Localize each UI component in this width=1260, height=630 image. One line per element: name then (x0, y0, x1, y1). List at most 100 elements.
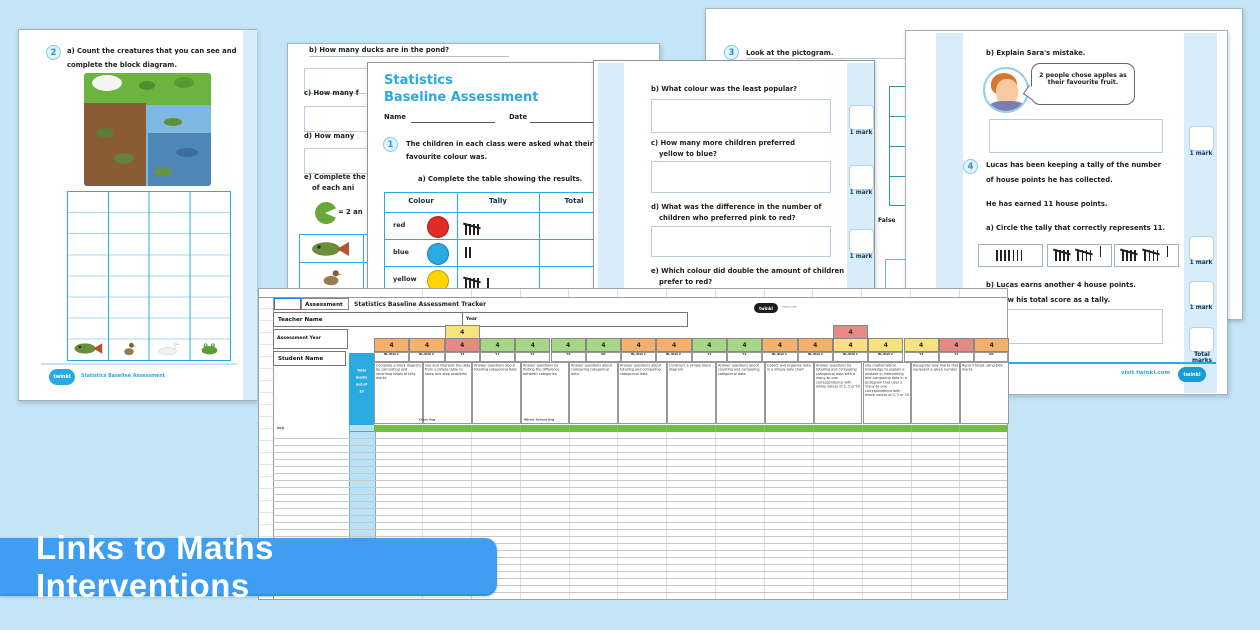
question-1-circle: 1 (383, 137, 398, 152)
tracker-upper-cell: 4 (832, 325, 869, 339)
tracker-band-cell: 4 (656, 338, 692, 352)
tracker-code-cell: Y4 (444, 352, 480, 362)
tracker-logo: twinkl (754, 303, 778, 313)
tracker-descriptor-cell: Answer questions about comparing categor… (569, 362, 619, 424)
tracker-band-cell: 4 (762, 338, 798, 352)
pond-q-c: c) How many f (304, 89, 359, 97)
tracker-band-cell: 4 (868, 338, 904, 352)
tracker-code-cell: Y1 (938, 352, 975, 362)
student-name-cell: Student Name (273, 351, 346, 366)
colour-swatch (427, 242, 449, 265)
assessment-label: Assessment (305, 302, 343, 308)
tracker-logo-text: twinkl (759, 305, 773, 311)
question-3-circle: 3 (724, 45, 739, 60)
tracker-band-cell: 4 (691, 338, 727, 352)
year-label: Year (466, 317, 478, 322)
tracker-logo-sub: resources (782, 305, 797, 309)
tracker-band-cell: 4 (585, 338, 622, 352)
duck-icon (123, 342, 136, 356)
mark-box (849, 165, 874, 190)
mark-label: 1 mark (1189, 305, 1213, 311)
assessment-title-1: Statistics (384, 73, 453, 88)
tracker-descriptor-cell: Use and interpret the data from a simple… (422, 362, 472, 424)
q1a-text: a) Complete the table showing the result… (418, 175, 583, 183)
tracker-band-cell: 4 (974, 338, 1010, 352)
block-q-line1: a) Count the creatures that you can see … (67, 47, 237, 55)
tracker-code-cell: Y2 (727, 352, 763, 362)
frog-icon (201, 343, 218, 355)
mark-label: 1 mark (849, 254, 873, 260)
mark-box (849, 105, 874, 130)
tracker-code-cell: Y3 (550, 352, 586, 362)
selected-cell[interactable] (274, 298, 301, 310)
assessment-label-cell: Assessment (301, 298, 349, 310)
twinkl-logo: twinkl (49, 369, 75, 385)
q4b-line2: Draw his total score as a tally. (994, 296, 1111, 304)
colour-q-d2: children who preferred pink to red? (659, 214, 796, 222)
tracker-band-cell: 4 (938, 338, 975, 352)
assessment-year-label: Assessment Year (277, 336, 321, 341)
speech-bubble: 2 people chose apples as their favourite… (1031, 63, 1135, 105)
swan-icon (158, 342, 180, 356)
links-banner[interactable]: Links to Maths Interventions (0, 529, 497, 604)
explain-answer-box (989, 119, 1163, 153)
block-diagram-grid (67, 191, 231, 361)
tracker-descriptor-cell: Use mathematical knowledge to explain a … (862, 362, 912, 424)
total-marks-label: Total marks (1191, 352, 1213, 364)
mark-box (1189, 281, 1214, 306)
tracker-code-cell: BL-Stat 1 (374, 352, 410, 362)
pond-q-d: d) How many (304, 132, 355, 140)
tally-answer-box (989, 309, 1163, 344)
question-4-circle: 4 (963, 159, 978, 174)
colour-name: yellow (393, 275, 417, 283)
name-line (411, 122, 495, 123)
teacher-row-cell: Teacher Name Year (273, 312, 688, 327)
tracker-band-cell: 4 (479, 338, 516, 352)
pond-q-e1: e) Complete the (304, 173, 366, 181)
mark-label: 1 mark (849, 130, 873, 136)
mark-box (1189, 236, 1214, 261)
colour-swatch (427, 215, 449, 238)
tracker-code-cell: NC (974, 352, 1010, 362)
right-margin-strip (243, 30, 257, 400)
tracker-code-cell: BL-Stat 1 (832, 352, 869, 362)
left-margin-strip (598, 63, 624, 289)
pictogram-key: = 2 an (338, 208, 363, 216)
tally-option-2 (1047, 244, 1112, 267)
fish-icon (312, 242, 349, 256)
totals-note-3: out of (355, 382, 368, 387)
question-4-number: 4 (967, 161, 974, 172)
tracker-code-cell: Y1 (479, 352, 516, 362)
footer-text: Statistics Baseline Assessment (81, 374, 166, 379)
pond-q-b: b) How many ducks are in the pond? (309, 46, 450, 54)
tracker-band-cell: 4 (550, 338, 586, 352)
lilypad-icon (315, 202, 336, 224)
colour-name: blue (393, 248, 409, 256)
pond-q-e2: of each ani (312, 184, 355, 192)
totals-note-4: 10 (359, 389, 364, 394)
mark-label: 1 mark (849, 190, 873, 196)
sheet-block-diagram: 2 a) Count the creatures that you can se… (18, 29, 257, 401)
assessment-title-2: Baseline Assessment (384, 90, 539, 105)
tracker-descriptor-cell: Complete a block diagram by calculating … (374, 362, 423, 424)
avatar-shirt (989, 101, 1025, 111)
colour-name: red (393, 221, 406, 229)
explain-question: b) Explain Sara's mistake. (986, 49, 1086, 57)
question-3-number: 3 (728, 47, 735, 58)
tracker-descriptor-cell: Answer questions about counting and comp… (715, 362, 765, 424)
colour-answer-d (651, 226, 831, 257)
question-1-number: 1 (387, 139, 394, 150)
tracker-code-cell: Y1 (691, 352, 727, 362)
tracker-title: Statistics Baseline Assessment Tracker (354, 301, 487, 308)
tally-marks (465, 247, 473, 258)
question-2-number: 2 (50, 47, 57, 58)
q1-line2: favourite colour was. (406, 153, 488, 161)
tracker-band-cell: 4 (374, 338, 410, 352)
mark-label: 1 mark (1189, 260, 1213, 266)
tracker-band-cell: 4 (832, 338, 869, 352)
tally-option-3 (1114, 244, 1179, 267)
date-line (530, 122, 600, 123)
